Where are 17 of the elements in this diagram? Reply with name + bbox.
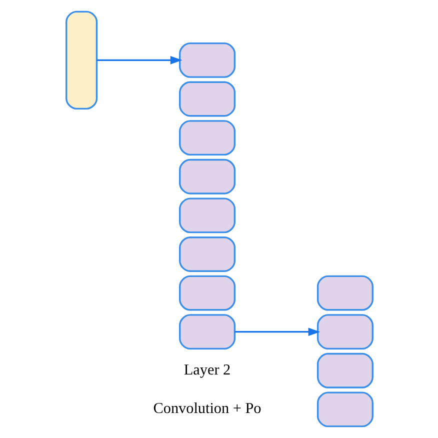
node-box <box>178 42 236 78</box>
label: Layer 2 <box>183 361 230 378</box>
node-box <box>178 158 236 194</box>
arrow <box>234 328 320 336</box>
label: Convolution + Po <box>152 400 261 418</box>
node-box <box>316 392 373 428</box>
node-box <box>178 120 236 156</box>
node-box <box>65 10 98 110</box>
node-box <box>178 275 236 311</box>
node-box <box>178 314 236 350</box>
node-box <box>316 314 373 350</box>
node-box <box>178 236 236 272</box>
arrow <box>96 56 182 64</box>
node-box <box>178 198 236 234</box>
node-box <box>316 352 373 388</box>
node-box <box>178 81 236 117</box>
node-box <box>316 275 373 311</box>
